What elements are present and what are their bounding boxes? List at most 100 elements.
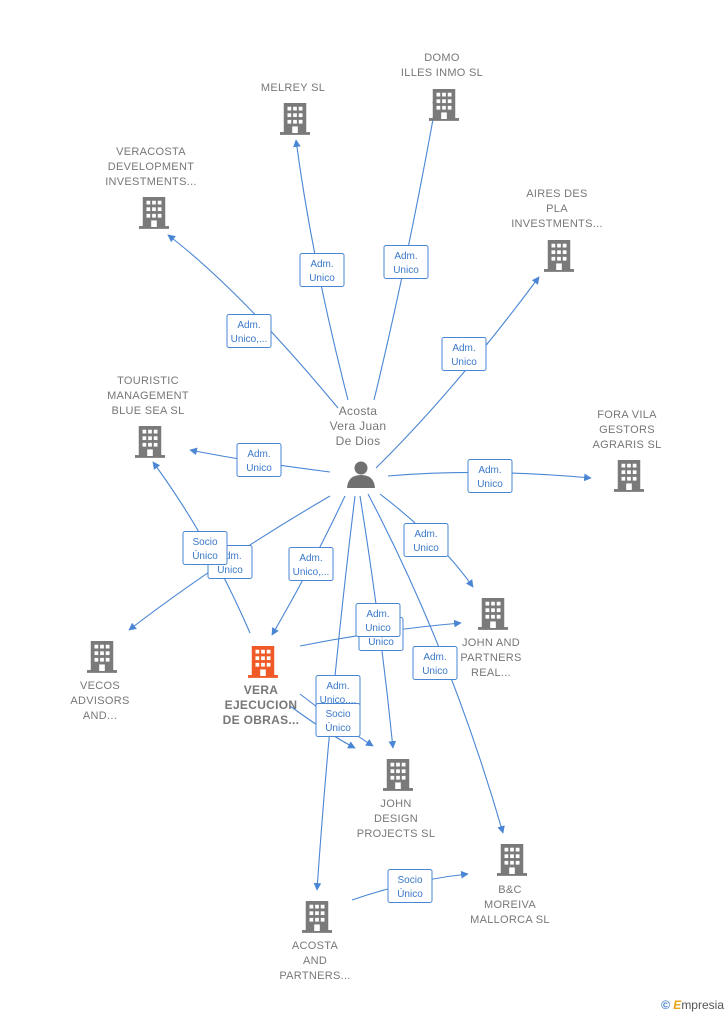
company-name-line: TOURISTIC bbox=[117, 375, 179, 387]
company-name-line: INVESTMENTS... bbox=[105, 176, 197, 188]
edge-label-veracosta[interactable]: Adm.Unico,... bbox=[226, 314, 272, 348]
person-name-line: De Dios bbox=[336, 434, 381, 448]
edge-label-text: Adm. bbox=[366, 609, 389, 620]
company-name-line: BLUE SEA SL bbox=[111, 405, 184, 417]
company-name-line: JOHN bbox=[380, 798, 411, 810]
edge-label-text: Adm. bbox=[310, 259, 333, 270]
edge-label-box bbox=[403, 523, 449, 557]
edge-label-text: Socio bbox=[397, 875, 422, 886]
edge-label-text: Unico,... bbox=[320, 695, 357, 706]
person-name-line: Acosta bbox=[339, 404, 378, 418]
edge-label-johndesign[interactable]: Adm. Unico bbox=[355, 603, 401, 637]
company-node-vecos[interactable]: VECOS ADVISORS AND... bbox=[70, 641, 129, 722]
edge-label-text: Socio bbox=[192, 537, 217, 548]
edge-labels-layer: Adm.UnicoAdm.UnicoAdm.Unico,...Adm.Unico… bbox=[182, 245, 513, 903]
brand-watermark: © Empresia bbox=[661, 998, 724, 1012]
edge-label-johnpartners[interactable]: Adm. Unico bbox=[403, 523, 449, 557]
company-node-domo[interactable]: DOMO ILLES INMO SL bbox=[401, 52, 483, 121]
edge-label-text: Adm. bbox=[237, 320, 260, 331]
edge-label-box bbox=[467, 459, 513, 493]
edge-label-box bbox=[182, 531, 228, 565]
edge-label-box bbox=[383, 245, 429, 279]
edge-label-text: Adm. bbox=[478, 465, 501, 476]
company-name-line: MALLORCA SL bbox=[470, 914, 550, 926]
edge-label-text: Adm. bbox=[452, 343, 475, 354]
edge-label-text: Adm. bbox=[423, 652, 446, 663]
company-name-line: B&C bbox=[498, 884, 522, 896]
edge-label-text: Adm. bbox=[394, 251, 417, 262]
edge-label-melrey[interactable]: Adm. Unico bbox=[299, 253, 345, 287]
company-node-john-partners[interactable]: JOHN ANDPARTNERSREAL... bbox=[460, 598, 521, 679]
edge-label-box bbox=[299, 253, 345, 287]
edge-label-text: Unico bbox=[368, 637, 394, 648]
company-name-line: AND... bbox=[83, 710, 117, 722]
edge-label-touristic[interactable]: Adm. Unico bbox=[236, 443, 282, 477]
company-name-line: DE OBRAS... bbox=[223, 713, 300, 727]
company-name-line: MOREIVA bbox=[484, 899, 536, 911]
edge-label-text: Adm. bbox=[218, 551, 241, 562]
company-name-line: GESTORS bbox=[599, 424, 655, 436]
company-node-veracosta[interactable]: VERACOSTA DEVELOPMENT INVESTMENTS... bbox=[105, 146, 197, 229]
edge-label-foravila[interactable]: Adm.Unico bbox=[467, 459, 513, 493]
edge-label-text: Adm. bbox=[247, 449, 270, 460]
building-icon bbox=[302, 901, 332, 933]
edge-label-domo[interactable]: Adm. Unico bbox=[383, 245, 429, 279]
company-name-line: FORA VILA bbox=[597, 409, 657, 421]
building-icon bbox=[248, 646, 278, 678]
building-icon bbox=[429, 89, 459, 121]
company-name-line: PARTNERS... bbox=[279, 970, 350, 982]
edge-label-text: Adm. bbox=[414, 529, 437, 540]
edge-label-aires[interactable]: Adm.Unico bbox=[441, 337, 487, 371]
building-icon bbox=[139, 197, 169, 229]
edge-label-box bbox=[288, 547, 334, 581]
company-name-line: REAL... bbox=[471, 667, 511, 679]
company-node-melrey[interactable]: MELREY SL bbox=[261, 82, 325, 135]
company-name-line: VERA bbox=[244, 683, 279, 697]
edge-label-text: Adm. bbox=[299, 553, 322, 564]
edge-label-box bbox=[387, 869, 433, 903]
edge-label-vera[interactable]: Adm.Unico,... bbox=[288, 547, 334, 581]
company-name-line: PLA bbox=[546, 203, 568, 215]
company-name-line: INVESTMENTS... bbox=[511, 218, 603, 230]
company-name-line: VECOS bbox=[80, 680, 120, 692]
edge-label-text: Unico bbox=[246, 463, 272, 474]
company-name-line: EJECUCION bbox=[225, 698, 298, 712]
edge-label-bc[interactable]: Adm. Unico bbox=[412, 646, 458, 680]
edge-line-veracosta bbox=[167, 234, 339, 409]
company-name-line: AIRES DES bbox=[526, 188, 587, 200]
edge-label-text: Socio bbox=[325, 709, 350, 720]
edge-label-text: Único bbox=[192, 549, 218, 562]
company-name-line: ADVISORS bbox=[70, 695, 129, 707]
company-node-acosta-partners[interactable]: ACOSTAANDPARTNERS... bbox=[279, 901, 350, 982]
edge-label-box bbox=[226, 314, 272, 348]
edge-label-text: Unico bbox=[309, 273, 335, 284]
edge-label-box bbox=[441, 337, 487, 371]
edge-label-text: Unico bbox=[422, 666, 448, 677]
edge-label-box bbox=[236, 443, 282, 477]
company-name-line: DEVELOPMENT bbox=[108, 161, 194, 173]
company-name-line: MANAGEMENT bbox=[107, 390, 189, 402]
building-icon bbox=[383, 759, 413, 791]
nodes-layer: MELREY SL DOMO ILLES INMO SL VERACOSTA DEVEL… bbox=[70, 52, 661, 982]
company-name-line: DOMO bbox=[424, 52, 460, 64]
edge-label-text: Único bbox=[325, 721, 351, 734]
company-name-line: VERACOSTA bbox=[116, 146, 186, 158]
building-icon bbox=[497, 844, 527, 876]
company-node-aires[interactable]: AIRES DES PLA INVESTMENTS... bbox=[511, 188, 603, 272]
company-name-line: ILLES INMO SL bbox=[401, 67, 483, 79]
company-node-touristic[interactable]: TOURISTIC MANAGEMENT BLUE SEA SL bbox=[107, 375, 189, 458]
edge-label-box bbox=[315, 703, 361, 737]
company-node-bc[interactable]: B&C MOREIVA MALLORCA SL bbox=[470, 844, 550, 926]
edge-label-text: Unico bbox=[393, 265, 419, 276]
edge-label-text: Unico bbox=[365, 623, 391, 634]
edge-label-text: Unico bbox=[413, 543, 439, 554]
edge-label-box bbox=[355, 603, 401, 637]
